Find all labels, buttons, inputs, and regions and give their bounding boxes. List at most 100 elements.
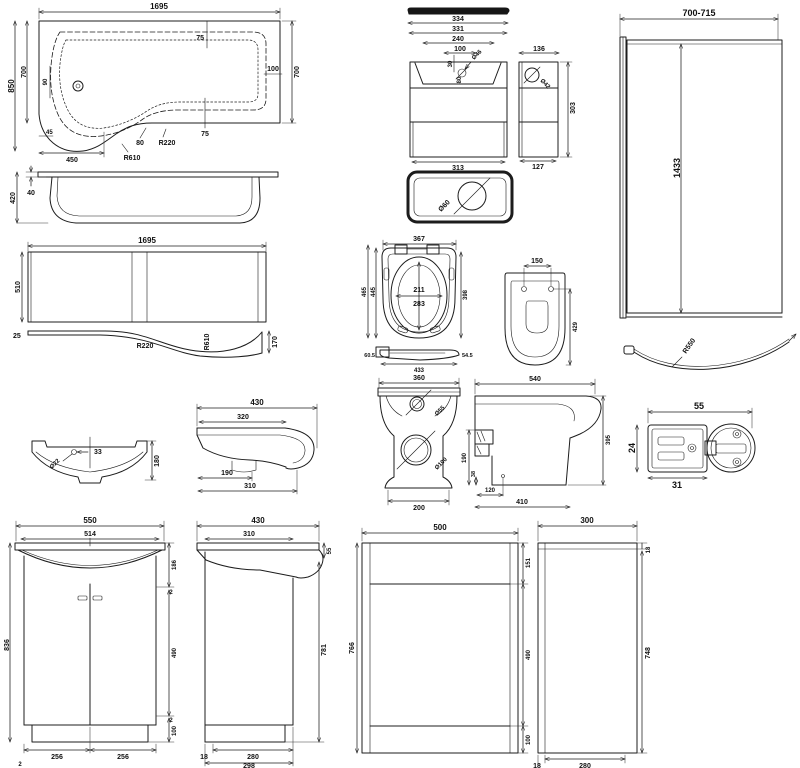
dim-cisternside-136: 136	[533, 46, 545, 53]
dim-seat-465: 465	[362, 286, 368, 297]
dim-bath-drain-offset: 90	[43, 78, 49, 85]
dim-profile-24: 24	[627, 443, 637, 453]
pan-side-view: 540 395 190 38 120 410	[462, 376, 612, 507]
bath-panel-view: 1695 510 25 R220 R610 170	[13, 236, 279, 358]
dim-vanity-2b: 2	[169, 718, 173, 724]
dim-wcside-18top: 18	[646, 546, 652, 553]
dim-vanityside-298: 298	[243, 763, 255, 768]
dim-bath-ledge-bottom: 75	[201, 131, 209, 138]
dim-seatprof-433: 433	[414, 368, 425, 374]
dim-vanity-836: 836	[4, 639, 11, 651]
dim-panside-120: 120	[485, 488, 496, 494]
dim-cisternside-303: 303	[570, 102, 577, 114]
dim-panside-410: 410	[516, 499, 528, 506]
dim-cisternside-hole: Ø42	[539, 78, 552, 91]
dim-cisternside-127: 127	[532, 164, 544, 171]
vanity-side-view: 430 310 55 781 18 280 298	[196, 516, 333, 768]
dim-panel-25: 25	[13, 333, 21, 340]
dim-pan-360: 360	[413, 375, 425, 382]
dim-vanity-550: 550	[83, 516, 97, 525]
cistern-side-view: 136 Ø42 303 127	[518, 46, 577, 171]
basin-side-view: 430 320 190 310	[196, 398, 318, 495]
wc-front-right-dimensions: 151 490 100	[509, 542, 532, 754]
dim-screen-radius: R550	[682, 337, 697, 355]
dim-seatprof-545: 54.5	[462, 353, 473, 359]
dim-cistern-334: 334	[452, 16, 464, 23]
dim-wcside-300: 300	[580, 516, 594, 525]
dim-plate-hole: Ø60	[437, 199, 451, 213]
dim-screen-height: 1433	[672, 158, 682, 178]
dim-basin-180: 180	[154, 455, 161, 467]
dim-vanity-490: 490	[172, 647, 178, 658]
dim-basinside-190: 190	[221, 470, 233, 477]
bath-panel-curve-dimensions: 25 R220 R610 170	[13, 330, 279, 354]
dim-pan-200: 200	[413, 505, 425, 512]
seat-top-view: 367 211 283 465 445 398	[362, 236, 469, 339]
dim-cistern-80: 80	[457, 76, 463, 83]
dim-vanity-256b: 256	[117, 754, 129, 761]
dim-vanityside-18: 18	[200, 754, 208, 761]
dim-vanity-2a: 2	[169, 590, 173, 596]
dim-vanityside-781: 781	[321, 644, 328, 656]
dim-seat-367: 367	[413, 236, 425, 243]
dim-panel-height: 510	[15, 281, 22, 293]
dim-bath-r610: R610	[124, 155, 141, 162]
dim-panel-r610: R610	[204, 334, 211, 351]
bath-side-dimensions: 40 420	[10, 165, 49, 224]
dim-bath-450: 450	[66, 157, 78, 164]
seat-bottom-view: 150 429	[504, 258, 579, 366]
cistern-front-dimensions: 334 331 240 100 30 Ø46 80	[407, 16, 509, 83]
dim-panside-38: 38	[471, 471, 477, 477]
dim-wcside-18bottom: 18	[533, 763, 541, 768]
dim-seatb-length: 429	[573, 321, 579, 332]
dim-seatb-150: 150	[531, 258, 543, 265]
dim-seat-211: 211	[413, 287, 424, 294]
dim-wc-151: 151	[526, 557, 532, 568]
dim-pan-d55: Ø55	[434, 405, 447, 418]
dim-vanityside-310: 310	[243, 531, 255, 538]
dim-seat-398: 398	[463, 289, 469, 300]
dim-bath-length: 1695	[150, 2, 168, 11]
wc-front-view: 500 766 151 490 100	[349, 523, 532, 754]
dim-bath-r220: R220	[159, 140, 176, 147]
dim-cistern-hole: Ø46	[471, 49, 484, 62]
dim-bath-45: 45	[46, 130, 53, 136]
dim-cistern-240: 240	[452, 36, 464, 43]
vanity-front-dimensions: 186 2 490 2 100 836 256 256 2	[4, 542, 178, 768]
dim-basinside-430: 430	[250, 398, 264, 407]
dim-wcside-280: 280	[579, 763, 591, 768]
dim-vanity-514: 514	[84, 531, 96, 538]
dim-cistern-100: 100	[454, 46, 466, 53]
dim-vanity-100: 100	[172, 725, 178, 736]
dim-panside-395: 395	[606, 434, 612, 445]
dim-bath-ledge-right: 100	[267, 66, 279, 73]
dim-basinside-320: 320	[237, 414, 249, 421]
dim-basinside-310: 310	[244, 483, 256, 490]
dim-vanity-2c: 2	[18, 762, 22, 768]
dim-seatprof-605: 60.5	[364, 353, 375, 359]
dim-bath-ledge-top: 75	[196, 35, 204, 42]
dim-cistern-331: 331	[452, 26, 464, 33]
dim-wc-490: 490	[526, 649, 532, 660]
dim-basin-hole: Ø22	[49, 458, 62, 471]
dim-bath-80: 80	[136, 140, 144, 147]
dim-wc-766: 766	[349, 642, 356, 654]
dim-pan-d100: Ø100	[434, 456, 449, 471]
dim-cistern-30: 30	[448, 60, 454, 67]
dim-profile-31: 31	[672, 480, 682, 490]
dim-wcside-748: 748	[645, 647, 652, 659]
dim-vanity-256a: 256	[51, 754, 63, 761]
bath-plan-view: 1695 850 700 90 75 100 700 75 80 R220 R6…	[7, 2, 301, 164]
wc-side-view: 300 18 748 18 280	[533, 516, 652, 768]
dim-panside-540: 540	[529, 376, 541, 383]
dim-panel-length: 1695	[138, 236, 156, 245]
dim-vanity-186: 186	[172, 559, 178, 570]
basin-front-view: Ø22 33 180	[31, 436, 161, 484]
dim-panside-190: 190	[462, 452, 468, 463]
dim-wc-500: 500	[433, 523, 447, 532]
dim-vanityside-280: 280	[247, 754, 259, 761]
dim-seat-445: 445	[371, 286, 377, 297]
dim-panel-r220: R220	[137, 343, 154, 350]
